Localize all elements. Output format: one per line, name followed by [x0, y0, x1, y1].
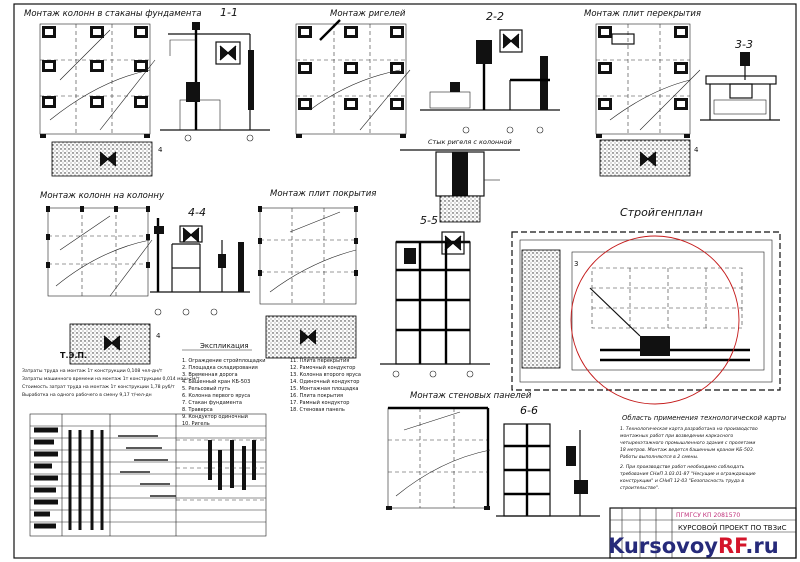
section-4-4: 4-4 [150, 206, 250, 316]
explication-item: 10. Ригель [182, 421, 210, 427]
tep-row: Выработка на одного рабочего в смену 9,1… [22, 392, 152, 398]
beam-column-joint: Стык ригеля с колонной [400, 138, 520, 223]
tep-row: Стоимость затрат труда на монтаж 1т конс… [22, 384, 175, 390]
section-3-3: 3-3 [700, 38, 780, 121]
tep-row: Затраты труда на монтаж 1т конструкции 0… [22, 368, 163, 374]
view-title-slabs-floor: Монтаж плит перекрытия [584, 9, 701, 19]
notes-block: Область применения технологической карты… [620, 414, 787, 491]
view-columns-in-sockets: Монтаж колонн в стаканы фундамента 4 [24, 9, 202, 177]
work-schedule [29, 413, 267, 537]
explication-item: 16. Плита покрытия [290, 393, 343, 399]
explication-item: 11. Плита перекрытия [290, 358, 349, 364]
section-2-2: 2-2 [420, 10, 560, 134]
explication-item: 12. Рамочный кондуктор [290, 364, 355, 371]
notes-title: Область применения технологической карты [622, 414, 787, 422]
svg-text:4: 4 [156, 332, 161, 340]
svg-text:3: 3 [574, 260, 578, 268]
svg-text:4: 4 [158, 146, 163, 154]
explication-item: 17. Рамный кондуктор [290, 399, 349, 406]
site-plan-title: Стройгенплан [620, 206, 703, 219]
explication-item: 5. Рельсовый путь [182, 385, 230, 392]
note-line: требования СНиП 3.03.01-87 "Несущие и ог… [620, 471, 756, 477]
explication-item: 3. Временная дорога [182, 372, 238, 378]
section-title-2-2: 2-2 [486, 10, 504, 23]
section-6-6: 6-6 [496, 404, 600, 517]
title-block: ПГМГСУ КП 2081570 КУРСОВОЙ ПРОЕКТ ПО ТВЗ… [609, 507, 797, 559]
watermark-logo: KursovoyRF.ru [608, 534, 779, 558]
view-wall-panels: Монтаж стеновых панелей [386, 391, 532, 510]
section-title-3-3: 3-3 [735, 38, 753, 51]
note-line: 1. Технологическая карта разработана на … [620, 426, 758, 432]
explication-item: 9. Кондуктор одиночный [182, 413, 248, 420]
explication-item: 8. Траверса [182, 407, 213, 413]
section-title-4-4: 4-4 [188, 206, 206, 219]
view-beams: Монтаж ригелей [295, 9, 411, 138]
note-line: монтажных работ при возведении каркасног… [620, 433, 733, 439]
note-line: 18 метров. Монтаж ведется башенным крано… [620, 447, 754, 453]
explication-item: 6. Колонна первого яруса [182, 393, 250, 399]
stamp-title: КУРСОВОЙ ПРОЕКТ ПО ТВЗиС [678, 523, 787, 532]
explication-item: 7. Стакан фундамента [182, 400, 242, 406]
explication-item: 1. Ограждение стройплощадки [182, 357, 266, 364]
view-title-slabs-roof: Монтаж плит покрытия [270, 189, 376, 199]
explication-title: Экспликация [200, 342, 249, 350]
svg-text:4: 4 [694, 146, 699, 154]
note-line: конструкции" и СНиП 12-03 "Безопасность … [620, 478, 744, 484]
view-slabs-roof: Монтаж плит покрытия [258, 189, 376, 359]
tep-row: Затраты машинного времени на монтаж 1т к… [22, 376, 200, 382]
explication-item: 15. Монтажная площадка [290, 386, 358, 392]
view-title-columns-in-sockets: Монтаж колонн в стаканы фундамента [24, 9, 202, 19]
explication-item: 2. Площадка складирования [182, 365, 258, 371]
stamp-code: ПГМГСУ КП 2081570 [676, 512, 740, 519]
tep-block: Т.Э.П. Затраты труда на монтаж 1т констр… [22, 351, 200, 398]
tep-title: Т.Э.П. [60, 351, 87, 360]
note-line: Работы выполняются в 2 смены. [620, 454, 699, 460]
note-line: 2. При производстве работ необходимо соб… [620, 464, 745, 470]
sheet-frame [13, 3, 797, 559]
view-title-columns-on-column: Монтаж колонн на колонну [40, 191, 165, 201]
joint-title: Стык ригеля с колонной [428, 138, 512, 146]
section-title-5-5: 5-5 [420, 214, 438, 227]
explication-block: Экспликация 1. Ограждение стройплощадки … [182, 342, 361, 427]
explication-item: 13. Колонна второго яруса [290, 372, 361, 378]
explication-item: 14. Одиночный кондуктор [290, 378, 359, 385]
section-1-1: 1-1 [160, 6, 270, 142]
site-plan: Стройгенплан 3 [511, 206, 781, 405]
section-title-6-6: 6-6 [520, 404, 538, 417]
section-5-5: 5-5 [380, 214, 490, 378]
view-title-beams: Монтаж ригелей [330, 9, 406, 19]
note-line: строительстве". [620, 485, 659, 491]
section-title-1-1: 1-1 [220, 6, 238, 19]
view-columns-on-column: Монтаж колонн на колонну 4 [40, 191, 165, 365]
view-title-wall-panels: Монтаж стеновых панелей [410, 391, 532, 401]
watermark: KursovoyRF.ru [608, 534, 779, 558]
explication-item: 18. Стеновая панель [290, 407, 345, 413]
view-slabs-floor: Монтаж плит перекрытия 4 [584, 9, 701, 177]
explication-item: 4. Башенный кран КБ-503 [182, 378, 250, 385]
note-line: четырехэтажного промышленного здания с п… [620, 441, 755, 446]
